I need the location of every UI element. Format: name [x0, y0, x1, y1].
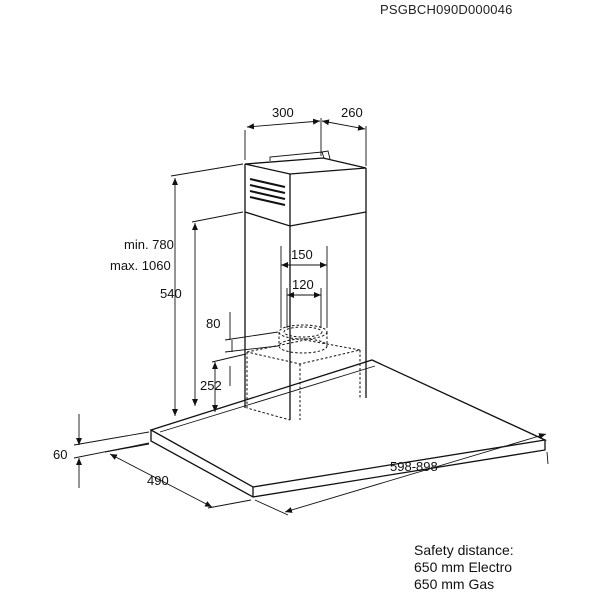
dim-outlet-inner: 120 [292, 277, 314, 292]
safety-distance-note: Safety distance: 650 mm Electro 650 mm G… [414, 542, 514, 593]
vent-grill [249, 178, 286, 206]
top-dimensions: 300 260 [244, 105, 367, 166]
chimney [244, 150, 367, 420]
safety-note-title: Safety distance: [414, 542, 514, 558]
thickness-dimension: 60 [53, 414, 150, 488]
width-dimension: 598-898 [254, 433, 549, 516]
dim-outlet-outer: 150 [291, 247, 313, 262]
dim-motor-height: 252 [200, 378, 222, 393]
dim-canopy-thickness: 60 [53, 447, 67, 462]
dim-chimney-width: 300 [272, 105, 294, 120]
depth-dimension: 490 [104, 443, 252, 509]
motor-housing [246, 324, 361, 421]
dim-chimney-depth: 260 [341, 105, 363, 120]
safety-note-electro: 650 mm Electro [414, 559, 513, 575]
height-dimensions: min. 780 max. 1060 540 80 252 [110, 163, 279, 416]
dim-canopy-depth: 490 [147, 473, 169, 488]
dim-height-min: min. 780 [124, 237, 174, 252]
dim-collar-height: 80 [206, 316, 220, 331]
document-code: PSGBCH090D000046 [380, 2, 513, 17]
safety-note-gas: 650 mm Gas [414, 576, 495, 592]
outlet-dimensions: 150 120 [280, 246, 328, 328]
dim-chimney-height: 540 [160, 286, 182, 301]
dim-height-max: max. 1060 [110, 258, 171, 273]
dim-canopy-width: 598-898 [390, 459, 438, 474]
